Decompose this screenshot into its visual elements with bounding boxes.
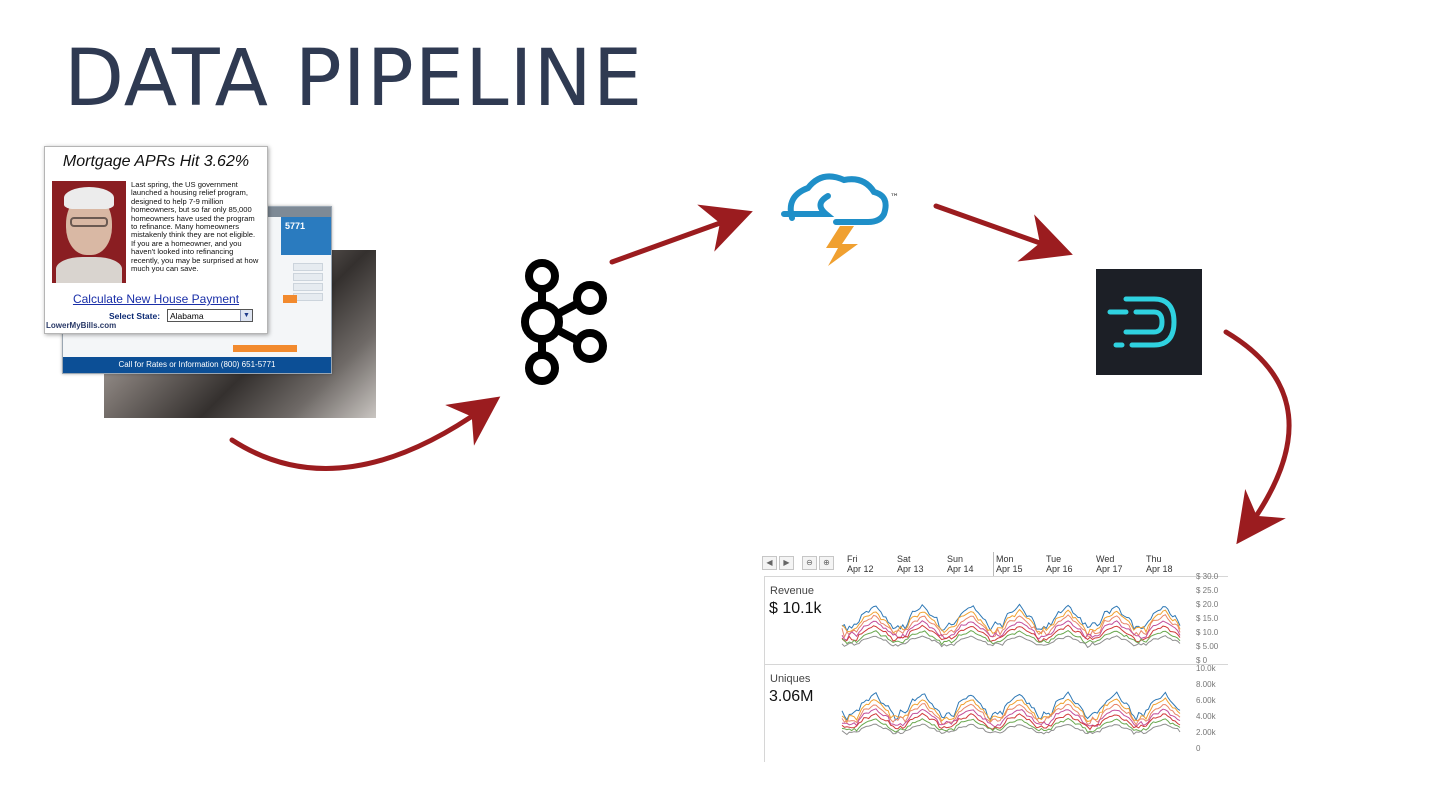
series-line [841,723,1181,736]
panel-border [764,576,765,762]
series-line [841,603,1181,633]
slide-title: DATA PIPELINE [64,34,644,124]
series-line [841,620,1181,641]
ad-headline: Mortgage APRs Hit 3.62% [62,153,250,170]
uniques-chart [841,691,1181,736]
druid-logo [1096,269,1202,375]
zoom-in-button[interactable]: ⊕ [819,556,834,570]
ad-header: 5771 [281,217,331,255]
y-tick: 10.0k [1196,664,1216,673]
series-line [841,703,1181,726]
mortgage-ad-front: Mortgage APRs Hit 3.62% Last spring, the… [44,146,268,334]
trademark-symbol: ™ [890,193,899,203]
arrow-kafka-to-storm [609,204,753,265]
y-tick: $ 25.0 [1196,586,1219,595]
series-line [841,624,1181,643]
series-line [841,630,1181,646]
arrow-druid-to-dashboard [1223,329,1292,545]
y-tick: 4.00k [1196,712,1216,721]
state-select: Alabama ▼ [167,309,253,322]
uniques-label: Uniques [770,673,811,685]
druid-icon [1107,296,1177,348]
panel-divider [764,576,1228,577]
arrow-storm-to-druid [933,203,1073,262]
arrow-ad-to-kafka [229,396,501,471]
revenue-value: $ 10.1k [769,600,822,617]
series-line [841,712,1181,731]
series-line [842,708,1181,728]
state-label: Select State: [109,311,161,321]
y-tick: $ 10.0 [1196,628,1219,637]
ad-orange-button [283,295,297,303]
y-tick: $ 20.0 [1196,600,1219,609]
zoom-out-button[interactable]: ⊖ [802,556,817,570]
kafka-logo [521,259,607,385]
ad-brand: LowerMyBills.com [46,321,117,330]
revenue-chart [841,603,1181,649]
pan-left-button[interactable]: ◀ [762,556,777,570]
uniques-value: 3.06M [769,688,814,705]
ad-calculate-link: Calculate New House Payment [72,292,240,306]
revenue-label: Revenue [770,585,815,597]
y-tick: 6.00k [1196,696,1216,705]
panel-divider [764,664,1228,665]
timeline-nav: ◀ ▶ ⊖ ⊕ [762,556,834,570]
state-select-value: Alabama [170,311,204,321]
ad-body-text: Last spring, the US government launched … [131,180,259,274]
series-line [841,717,1181,733]
y-tick: $ 5.00 [1196,642,1219,651]
y-tick: $ 30.0 [1196,572,1219,581]
y-tick: 8.00k [1196,680,1216,689]
series-line [841,635,1181,649]
pan-right-button[interactable]: ▶ [779,556,794,570]
week-separator [993,552,994,576]
y-tick: $ 0 [1196,656,1208,665]
y-tick: $ 15.0 [1196,614,1219,623]
chevron-down-icon: ▼ [240,310,252,321]
storm-logo: ™ [781,173,899,266]
rate-rows [293,263,323,303]
y-tick: 0 [1196,744,1201,753]
series-line [841,697,1181,724]
ad-footer: Call for Rates or Information (800) 651-… [63,357,331,373]
ad-orange-button [233,345,297,352]
y-tick: 2.00k [1196,728,1216,737]
series-line [841,614,1181,639]
elderly-man-photo [52,181,126,283]
